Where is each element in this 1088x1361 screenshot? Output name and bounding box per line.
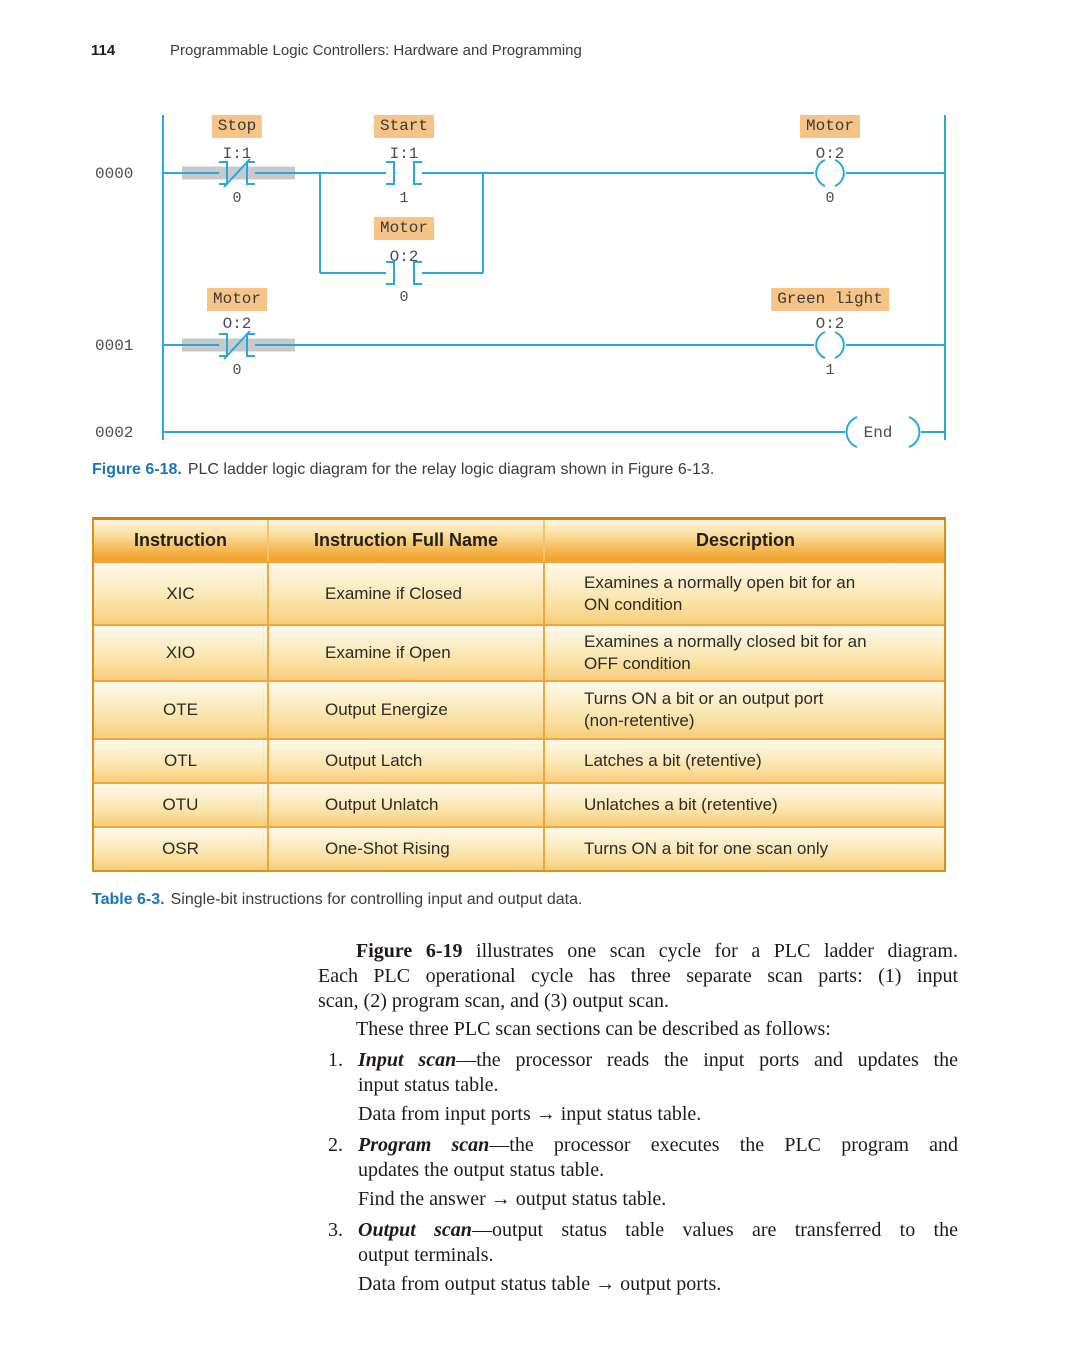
green-light-label: Green light <box>771 288 889 311</box>
scan-highlight-band <box>182 166 295 180</box>
motor-branch-label: Motor <box>373 217 435 240</box>
body-text: Figure 6-19 illustrates one scan cycle f… <box>318 939 958 1297</box>
cell-description: Examines a normally closed bit for an OF… <box>543 626 946 680</box>
program-scan-note: Find the answer → output status table. <box>358 1188 667 1210</box>
list-item-line: output terminals. <box>358 1244 494 1266</box>
start-label: Start <box>373 115 435 138</box>
cell-full-name: Output Unlatch <box>267 784 543 826</box>
list-item-input-scan: 1. Input scan—the processor reads the in… <box>318 1048 958 1098</box>
motor-coil-label: Motor <box>799 115 861 138</box>
rung-0000-wire <box>163 172 945 274</box>
cell-full-name: Examine if Closed <box>267 563 543 624</box>
table-caption: Table 6-3. Single-bit instructions for co… <box>92 891 582 909</box>
nc-contact-symbol-motor <box>219 330 255 360</box>
cell-instruction: OTE <box>163 700 198 719</box>
stop-bit: 0 <box>232 190 242 207</box>
rung-number-0000: 0000 <box>95 165 134 183</box>
cell-full-name: Output Energize <box>267 682 543 738</box>
list-item-program-scan: 2. Program scan—the processor executes t… <box>318 1133 958 1183</box>
instruction-table: Instruction Instruction Full Name Descri… <box>92 517 946 872</box>
table-row: XIC Examine if Closed Examines a normall… <box>94 561 944 624</box>
list-number: 2. <box>328 1134 343 1156</box>
cell-instruction: XIC <box>166 583 195 603</box>
cell-full-name: Output Latch <box>267 740 543 782</box>
list-item-text: —the processor executes the PLC program … <box>489 1134 958 1156</box>
list-item-line: Output scan—output status table values a… <box>358 1218 958 1243</box>
motor-branch-address: O:2 <box>389 248 419 266</box>
end-instruction-text: End <box>863 424 893 442</box>
rung-number-0001: 0001 <box>95 337 134 355</box>
table-row: OTL Output Latch Latches a bit (retentiv… <box>94 738 944 782</box>
green-light-address: O:2 <box>815 315 845 333</box>
motor-branch-bit: 0 <box>399 289 409 306</box>
start-address: I:1 <box>389 145 419 163</box>
cell-instruction: OTU <box>162 795 199 814</box>
table-header-row: Instruction Instruction Full Name Descri… <box>94 520 944 561</box>
no-contact-symbol-start <box>386 161 422 185</box>
motor-nc-bit: 0 <box>232 362 242 379</box>
paragraph-line: scan, (2) program scan, and (3) output s… <box>318 990 669 1012</box>
output-scan-note: Data from output status table → output p… <box>358 1273 722 1295</box>
ladder-diagram-graphic <box>162 115 946 448</box>
running-title: Programmable Logic Controllers: Hardware… <box>170 42 582 59</box>
list-number: 3. <box>328 1219 343 1241</box>
input-scan-term: Input scan <box>358 1049 457 1071</box>
list-item-output-scan: 3. Output scan—output status table value… <box>318 1218 958 1268</box>
stop-label: Stop <box>211 115 263 138</box>
motor-nc-label: Motor <box>206 288 268 311</box>
motor-nc-address: O:2 <box>222 315 252 333</box>
input-scan-note: Data from input ports → input status tab… <box>358 1103 702 1125</box>
start-bit: 1 <box>399 190 409 207</box>
cell-description: Examines a normally open bit for an ON c… <box>543 563 946 624</box>
cell-full-name: Examine if Open <box>267 626 543 680</box>
scan-highlight-band <box>182 338 295 352</box>
table-row: OTE Output Energize Turns ON a bit or an… <box>94 680 944 738</box>
list-item-line: input status table. <box>358 1074 499 1096</box>
output-scan-term: Output scan <box>358 1219 472 1241</box>
program-scan-term: Program scan <box>358 1134 490 1156</box>
paragraph-figure-6-19: Figure 6-19 illustrates one scan cycle f… <box>318 939 958 1014</box>
figure-6-19-reference: Figure 6-19 <box>356 940 463 962</box>
figure-caption-label: Figure 6-18. <box>92 461 182 478</box>
list-item-line: Program scan—the processor executes the … <box>358 1133 958 1158</box>
rung-number-0002: 0002 <box>95 424 134 442</box>
paragraph-scan-sections: These three PLC scan sections can be des… <box>356 1018 831 1040</box>
cell-description: Turns ON a bit for one scan only <box>543 828 946 870</box>
list-number: 1. <box>328 1049 343 1071</box>
header-full-name: Instruction Full Name <box>267 520 543 561</box>
paragraph-line: Figure 6-19 illustrates one scan cycle f… <box>318 939 958 964</box>
paragraph-line: Each PLC operational cycle has three sep… <box>318 965 958 987</box>
list-item-line: Input scan—the processor reads the input… <box>358 1048 958 1073</box>
cell-full-name: One-Shot Rising <box>267 828 543 870</box>
coil-symbol-green-light <box>815 331 845 359</box>
table-caption-text: Single-bit instructions for controlling … <box>170 891 583 908</box>
motor-coil-bit: 0 <box>825 190 835 207</box>
figure-caption-text: PLC ladder logic diagram for the relay l… <box>187 461 715 478</box>
cell-instruction: OTL <box>163 751 198 770</box>
cell-description: Unlatches a bit (retentive) <box>543 784 946 826</box>
cell-description: Turns ON a bit or an output port (non-re… <box>543 682 946 738</box>
paragraph-line-text: illustrates one scan cycle for a PLC lad… <box>462 940 958 962</box>
no-contact-symbol-motor-branch <box>386 261 422 285</box>
cell-description: Latches a bit (retentive) <box>543 740 946 782</box>
header-instruction: Instruction <box>134 530 227 550</box>
green-light-bit: 1 <box>825 362 835 379</box>
list-item-text: —output status table values are transfer… <box>471 1219 958 1241</box>
list-item-text: —the processor reads the input ports and… <box>456 1049 958 1071</box>
list-item-line: updates the output status table. <box>358 1159 605 1181</box>
motor-coil-address: O:2 <box>815 145 845 163</box>
nc-contact-symbol-stop <box>219 158 255 188</box>
table-caption-label: Table 6-3. <box>92 891 165 908</box>
header-description: Description <box>543 520 946 561</box>
cell-instruction: OSR <box>162 839 199 858</box>
table-row: OSR One-Shot Rising Turns ON a bit for o… <box>94 826 944 870</box>
table-row: XIO Examine if Open Examines a normally … <box>94 624 944 680</box>
table-row: OTU Output Unlatch Unlatches a bit (rete… <box>94 782 944 826</box>
coil-symbol-motor <box>815 159 845 187</box>
stop-address: I:1 <box>222 145 252 163</box>
page-number: 114 <box>91 42 116 59</box>
figure-caption: Figure 6-18. PLC ladder logic diagram for… <box>92 461 714 479</box>
end-coil-symbol <box>845 416 921 448</box>
cell-instruction: XIO <box>165 643 196 662</box>
